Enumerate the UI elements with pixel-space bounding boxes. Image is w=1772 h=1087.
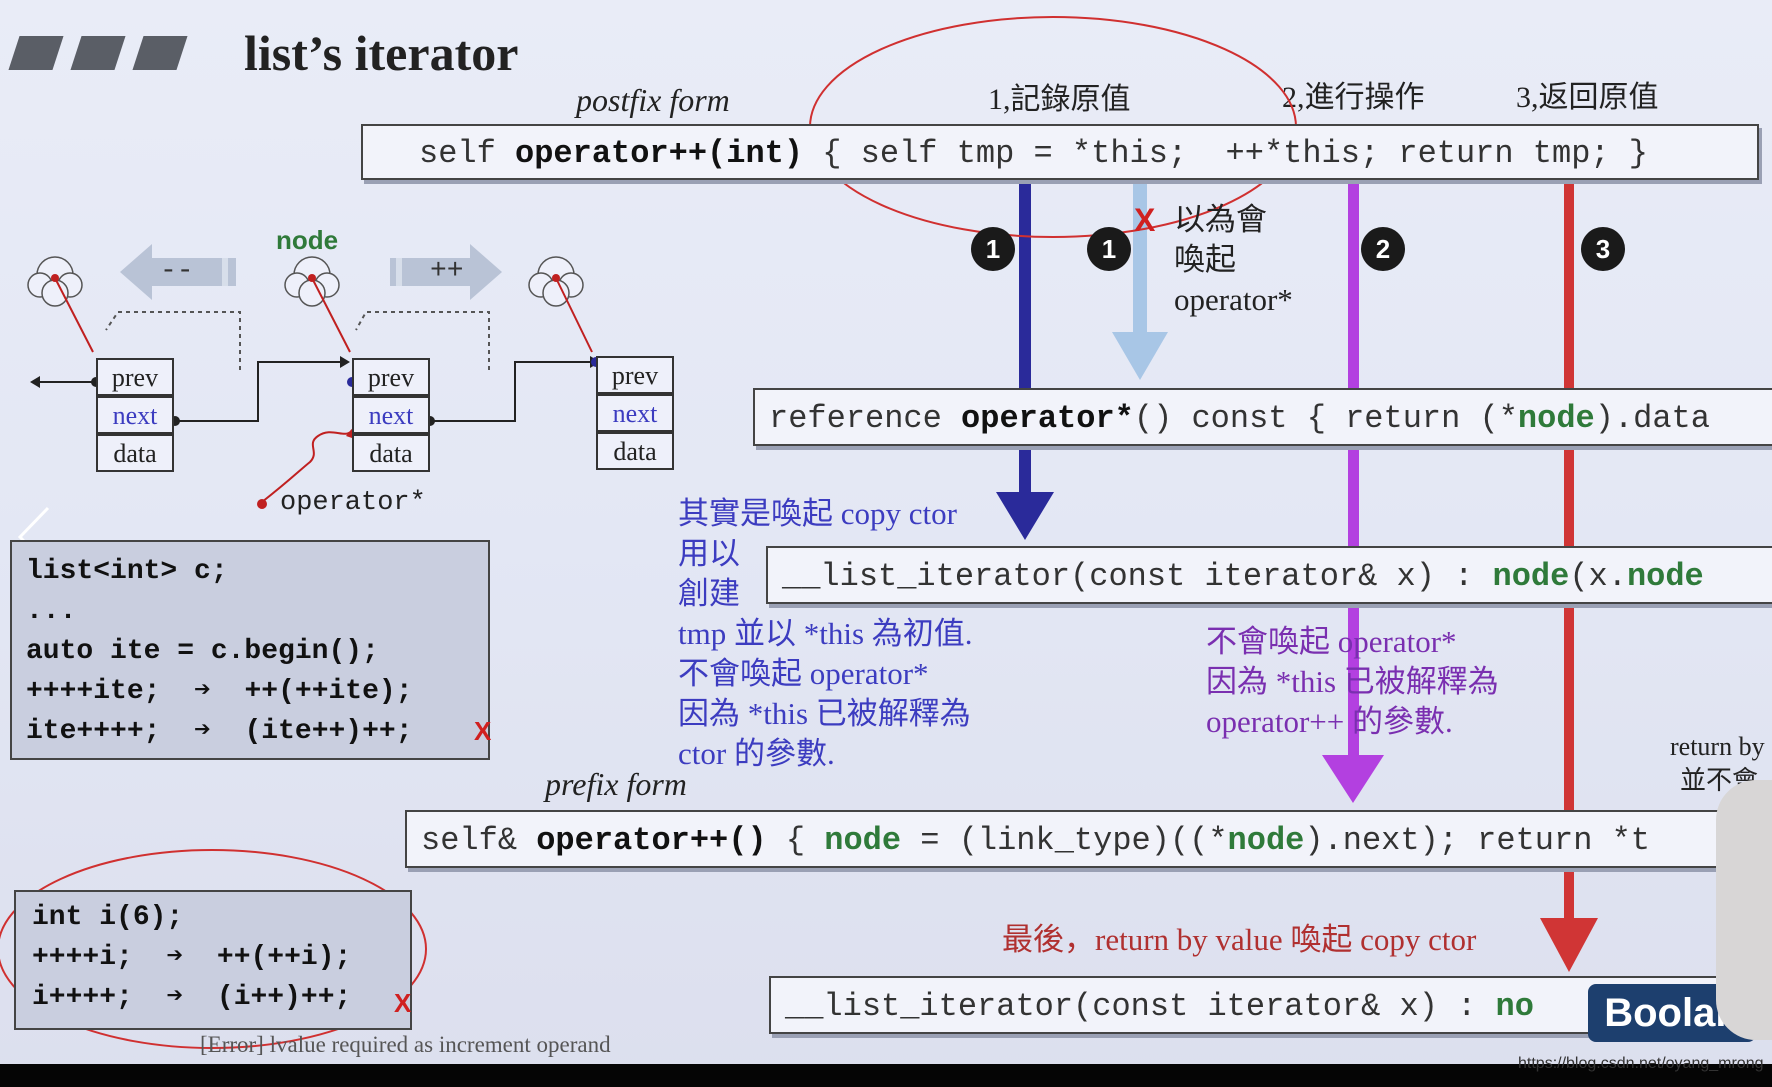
- deref-operator-code: reference operator*() const { return (*n…: [753, 388, 1772, 446]
- step-circle-1: 1: [971, 227, 1015, 271]
- postfix-label: postfix form: [576, 82, 730, 118]
- prefix-operator-code: self& operator++() { node = (link_type)(…: [405, 810, 1772, 868]
- presenter-edge: [1716, 780, 1772, 1040]
- bottom-strip: [0, 1064, 1772, 1087]
- slide-title: list’s iterator: [244, 25, 519, 81]
- note-mistake: 以為會 喚起 operator*: [1174, 202, 1293, 317]
- linked-list-diagram: [27, 244, 601, 509]
- increment-arrow-label: ++: [430, 256, 464, 287]
- int-code-sample: int i(6); ++++i; ➔ ++(++i); i++++; ➔ (i+…: [14, 890, 412, 1030]
- x-mark-list-icon: X: [474, 716, 492, 746]
- note-purple: 不會喚起 operator* 因為 *this 已被解釋為 operator++…: [1206, 624, 1499, 739]
- postfix-operator-code: self operator++(int) { self tmp = *this;…: [361, 124, 1759, 180]
- step-2-label: 2,進行操作: [1282, 81, 1425, 114]
- step-circle-1b: 1: [1087, 227, 1131, 271]
- step-1-label: 1,記錄原值: [988, 83, 1131, 116]
- decrement-arrow-label: --: [160, 256, 194, 287]
- x-mark-int-icon: X: [394, 988, 412, 1018]
- note-copy-ctor: 其實是喚起 copy ctor 用以 創建: [678, 496, 957, 611]
- x-mark-icon: X: [1134, 202, 1156, 238]
- operator-deref-label: operator*: [280, 488, 426, 518]
- note-tmp: tmp 並以 *this 為初值. 不會喚起 operator* 因為 *thi…: [678, 616, 973, 771]
- step-3-label: 3,返回原值: [1516, 81, 1659, 114]
- note-final: 最後，return by value 喚起 copy ctor: [1002, 922, 1477, 957]
- step-circle-2: 2: [1361, 227, 1405, 271]
- list-code-sample: list<int> c; ... auto ite = c.begin(); +…: [10, 540, 490, 760]
- copy-ctor-code-1: __list_iterator(const iterator& x) : nod…: [766, 546, 1772, 604]
- watermark: https://blog.csdn.net/oyang_mrong: [1518, 1055, 1764, 1072]
- prefix-label: prefix form: [545, 766, 687, 802]
- step-circle-3: 3: [1581, 227, 1625, 271]
- compile-error-text: [Error] lvalue required as increment ope…: [200, 1032, 611, 1057]
- node-label: node: [276, 225, 339, 255]
